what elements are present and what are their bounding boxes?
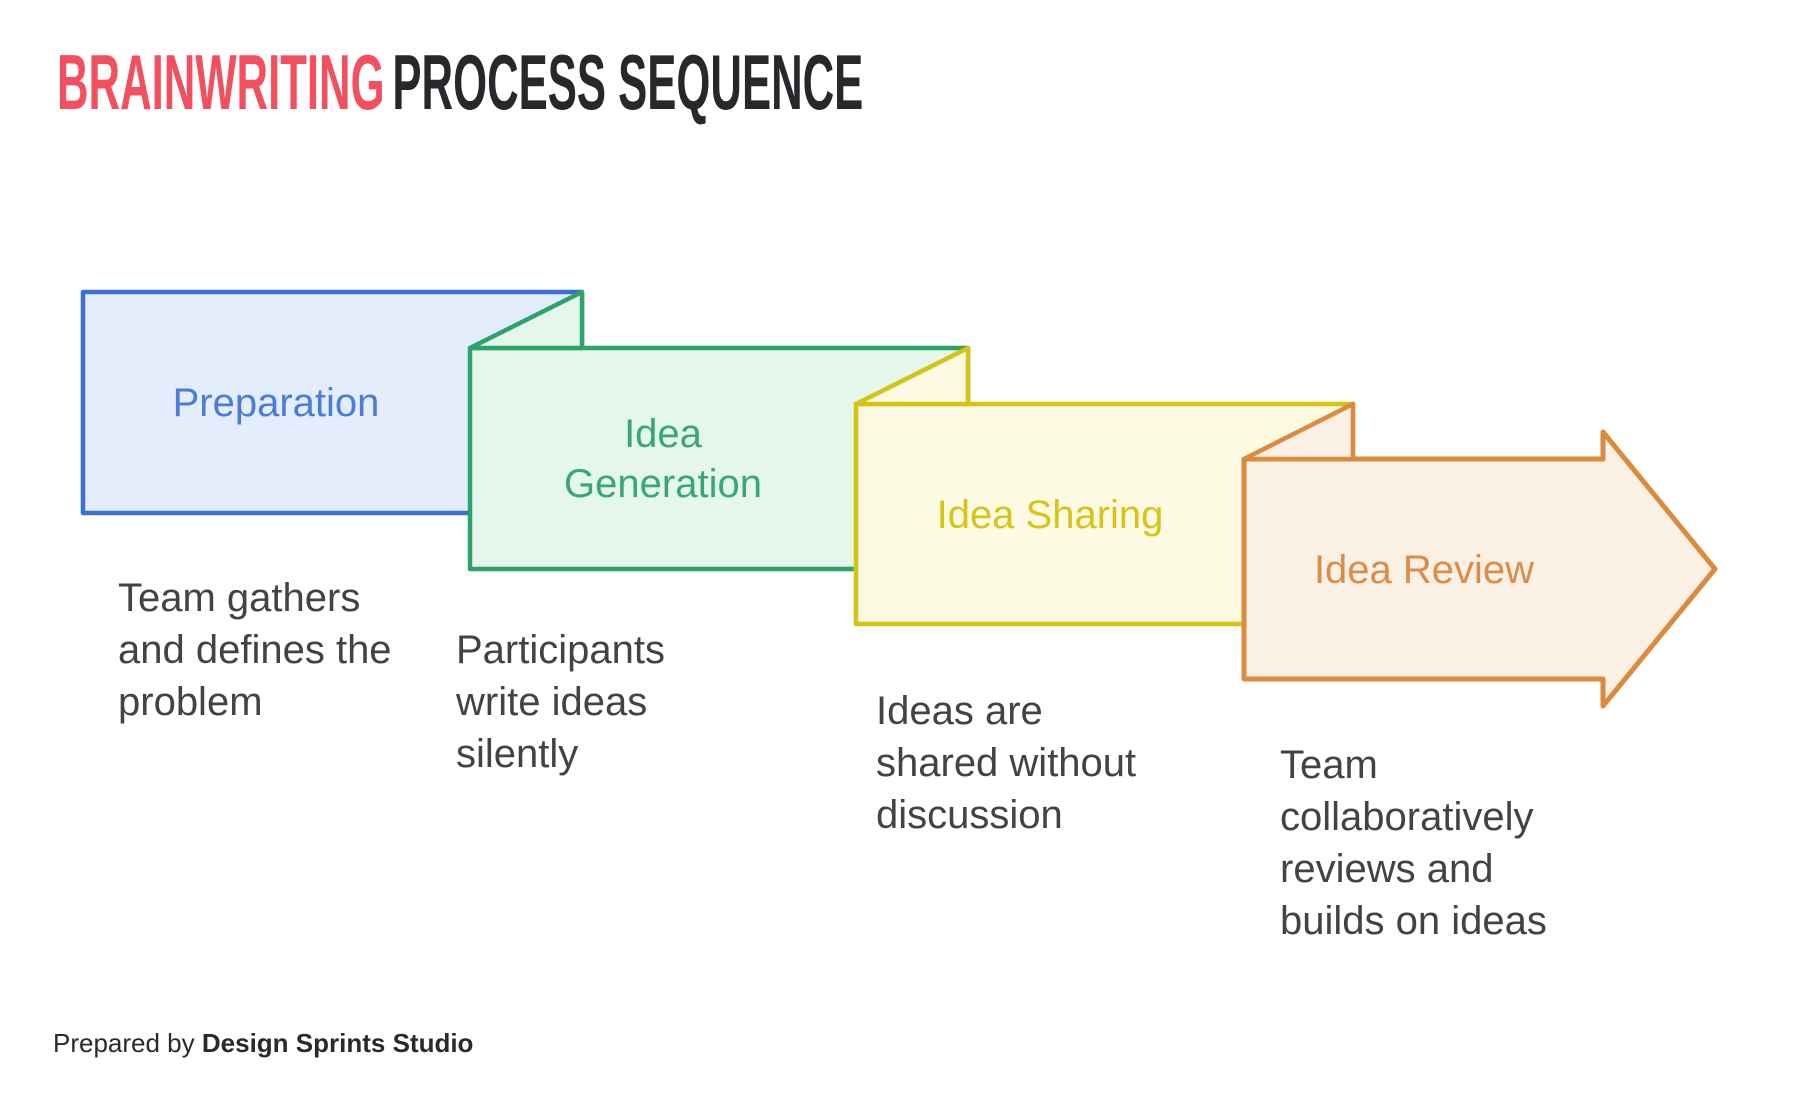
stage-3-description: Ideas are shared without discussion — [876, 689, 1137, 837]
stage-4-fold-triangle — [1241, 401, 1356, 462]
stage-4-label: Idea Review — [1313, 548, 1535, 592]
stage-1-label: Preparation — [172, 381, 380, 425]
title-highlight: BRAINWRITING — [57, 38, 385, 126]
stage-4-arrow-shape — [1241, 429, 1718, 709]
stage-2-fold-triangle — [467, 289, 585, 351]
footer-prefix: Prepared by — [53, 1028, 202, 1058]
footer-credit: Prepared by Design Sprints Studio — [53, 1028, 473, 1059]
stage-1-description: Team gathers and defines the problem — [118, 576, 392, 724]
stage-4-description: Team collaboratively reviews and builds … — [1280, 743, 1547, 943]
stage-3-label: Idea Sharing — [936, 493, 1164, 537]
title-rest: PROCESS SEQUENCE — [392, 38, 864, 126]
footer-brand: Design Sprints Studio — [201, 1028, 474, 1058]
stage-2-description: Participants write ideas silently — [456, 628, 665, 776]
stage-3-fold-triangle — [853, 345, 971, 407]
stage-2-label: Idea Generation — [564, 412, 762, 506]
